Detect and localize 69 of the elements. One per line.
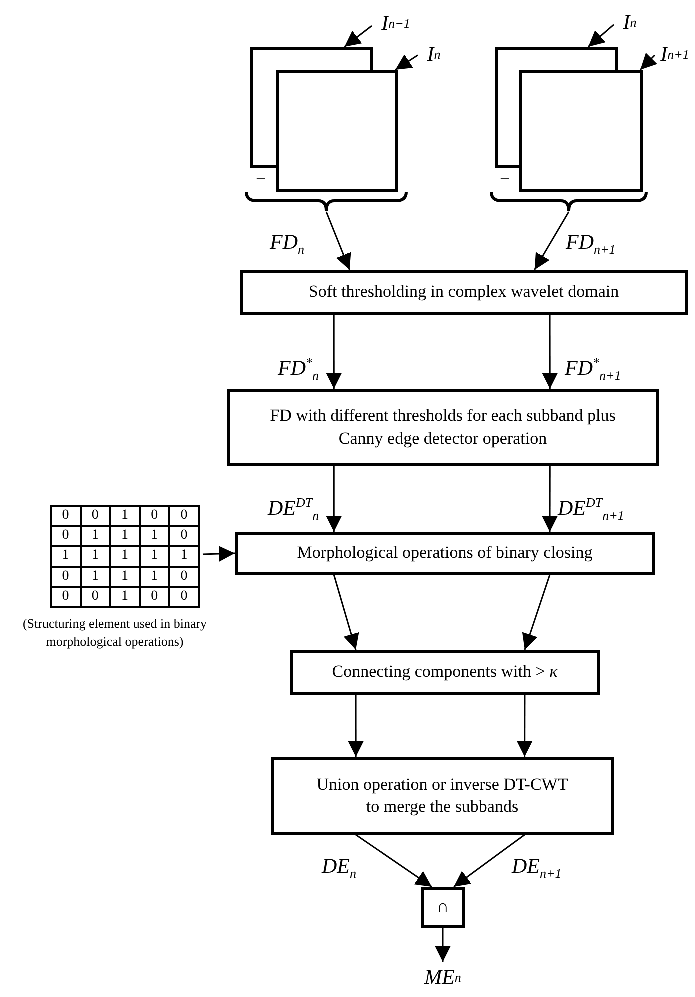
grid-cell: 1 bbox=[169, 546, 199, 567]
grid-cell: 1 bbox=[110, 586, 140, 607]
grid-cell: 1 bbox=[110, 506, 140, 526]
grid-cell: 0 bbox=[169, 526, 199, 546]
process-box bbox=[290, 650, 600, 695]
grid-cell: 0 bbox=[51, 506, 81, 526]
process-box bbox=[227, 389, 659, 466]
grid-cell: 1 bbox=[80, 526, 110, 546]
grid-cell: 0 bbox=[169, 566, 199, 587]
arrow bbox=[326, 212, 352, 270]
arrow bbox=[454, 834, 526, 888]
grid-cell: 1 bbox=[140, 546, 170, 567]
box-label: Connecting components with > κ bbox=[332, 661, 558, 684]
arrow bbox=[516, 695, 533, 757]
box-label: Union operation or inverse DT-CWT to merge the subbands bbox=[316, 774, 570, 818]
arrow bbox=[326, 466, 342, 532]
grid-cell: 1 bbox=[110, 566, 140, 587]
grid-cell: 1 bbox=[140, 566, 170, 587]
grid-cell: 1 bbox=[110, 526, 140, 546]
image-frame bbox=[250, 47, 373, 168]
grid-cell: 0 bbox=[80, 506, 110, 526]
minus-sign: − bbox=[256, 170, 266, 188]
grid-cell: 1 bbox=[80, 546, 110, 567]
grid-cell: 0 bbox=[140, 586, 170, 607]
grid-cell: 1 bbox=[110, 546, 140, 567]
minus-sign: − bbox=[500, 170, 510, 188]
edge-label: DE$_{n}$ bbox=[322, 856, 356, 880]
image-frame bbox=[495, 47, 618, 168]
edge-label: FD$_{n+1}$ bbox=[566, 232, 616, 256]
leader-arrow bbox=[640, 53, 658, 71]
grid-cell: 1 bbox=[140, 526, 170, 546]
box-label: FD with different thresholds for each subband plus Canny edge detector operation bbox=[270, 405, 616, 450]
edge-label: FD$_{n}$ bbox=[270, 232, 304, 256]
box-label: Morphological operations of binary closing bbox=[297, 542, 593, 564]
leader-arrow bbox=[344, 25, 372, 48]
leader-arrow bbox=[395, 54, 418, 71]
arrow bbox=[348, 695, 364, 757]
arrow bbox=[435, 928, 451, 962]
arrow bbox=[522, 574, 551, 650]
arrow bbox=[542, 466, 558, 532]
grid-cell: 0 bbox=[51, 586, 81, 607]
structuring-element-grid bbox=[50, 505, 200, 608]
curly-brace bbox=[245, 190, 408, 212]
grid-cell: 0 bbox=[169, 586, 199, 607]
grid-cell: 0 bbox=[51, 526, 81, 546]
process-box bbox=[235, 532, 655, 575]
leader-arrow bbox=[588, 24, 614, 48]
grid-cell: 0 bbox=[51, 566, 81, 587]
arrow bbox=[333, 574, 360, 650]
image-frame bbox=[276, 70, 398, 192]
grid-cell: 1 bbox=[51, 546, 81, 567]
grid-cell: 0 bbox=[169, 506, 199, 526]
arrow bbox=[202, 546, 236, 562]
arrow bbox=[356, 834, 432, 888]
arrow bbox=[534, 212, 570, 270]
process-box bbox=[240, 270, 688, 315]
curly-brace bbox=[490, 190, 648, 212]
operator-symbol: ∩ bbox=[436, 896, 450, 918]
arrow bbox=[326, 315, 342, 389]
image-frame bbox=[519, 70, 643, 192]
grid-cell: 0 bbox=[80, 586, 110, 607]
grid-cell: 1 bbox=[80, 566, 110, 587]
node-label: (Structuring element used in binary morphological operations) bbox=[22, 615, 208, 650]
box-label: Soft thresholding in complex wavelet domain bbox=[308, 281, 620, 304]
process-box bbox=[271, 757, 614, 835]
arrow bbox=[542, 315, 558, 389]
grid-cell: 0 bbox=[140, 506, 170, 526]
intersection-box bbox=[421, 887, 465, 928]
edge-label: DE$_{n+1}$ bbox=[512, 856, 562, 880]
